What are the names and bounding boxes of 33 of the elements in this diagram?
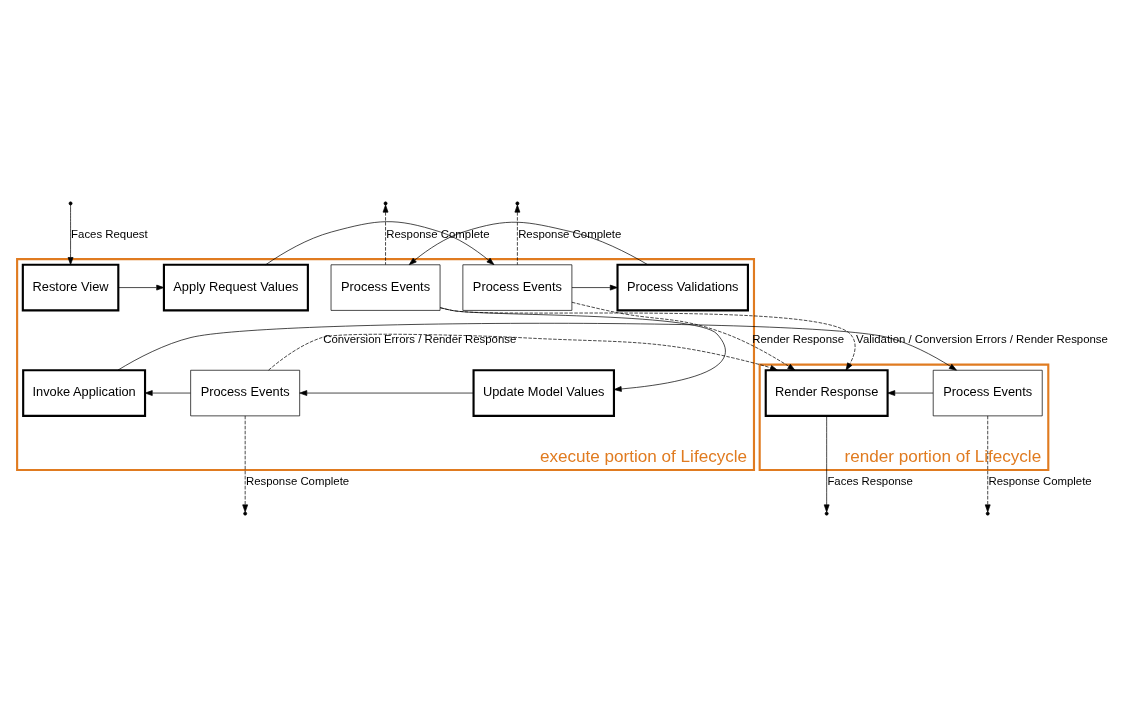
arrow (67, 204, 74, 265)
arrow (571, 301, 796, 371)
arrow (984, 415, 991, 512)
arrow (887, 389, 934, 396)
arrow (242, 415, 248, 512)
node-box: Process Events (330, 263, 441, 311)
arrow (299, 389, 474, 396)
edge-label: Faces Response (827, 474, 913, 487)
node-box: Update Model Values (472, 368, 616, 417)
arrow (571, 284, 618, 290)
node-box: Render Response (764, 368, 889, 417)
arrow (118, 284, 165, 290)
edge-label: Response Complete (988, 474, 1092, 487)
arrow (408, 221, 649, 265)
arrow (265, 220, 495, 265)
arrow (144, 389, 191, 396)
node-box: Process Events (462, 263, 573, 311)
arrow (514, 204, 521, 265)
arrow (117, 322, 957, 371)
arrow (439, 306, 856, 371)
node-box: Invoke Application (22, 368, 147, 417)
arrow (823, 415, 830, 512)
edge-label: Faces Request (71, 227, 148, 240)
edge-label: Conversion Errors / Render Response (323, 332, 517, 345)
node-box: Apply Request Values (162, 263, 309, 311)
arrow (382, 204, 389, 265)
edge-label: Response Complete (518, 227, 622, 240)
edge-label: Response Complete (245, 474, 350, 487)
node-box: Restore View (21, 263, 120, 311)
node-box: Process Validations (616, 263, 749, 311)
node-box: Process Events (190, 369, 301, 416)
node-box: Process Events (932, 369, 1043, 416)
arrow (268, 333, 778, 371)
